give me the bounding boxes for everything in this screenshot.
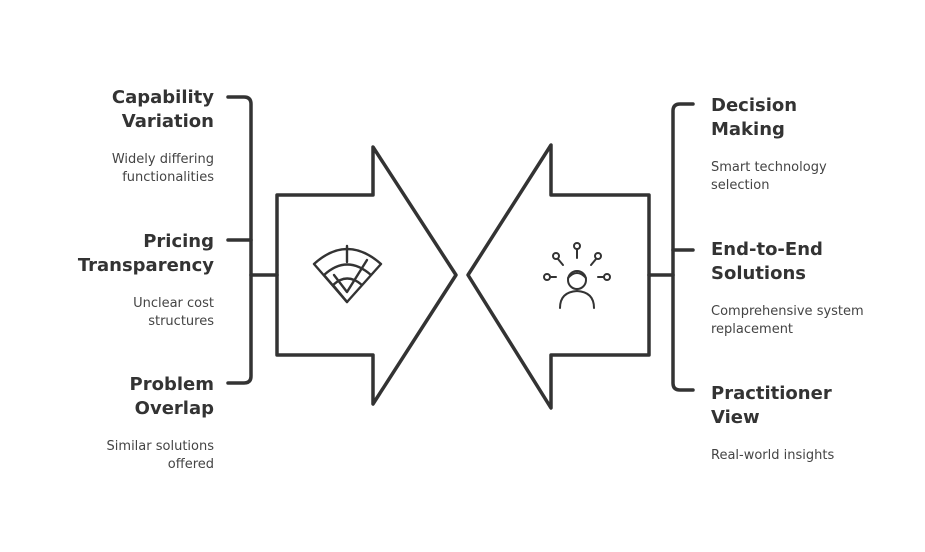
right-item-title: End-to-End Solutions	[711, 239, 823, 284]
right-item-decision-making: Decision Making Smart technology selecti…	[711, 94, 901, 195]
left-item-title: Pricing Transparency	[77, 231, 214, 276]
right-item-title: Practitioner View	[711, 383, 832, 428]
left-item-description: Unclear cost structures	[133, 296, 214, 329]
person-ideas-icon	[543, 242, 611, 309]
left-item-capability-variation: Capability Variation Widely differing fu…	[24, 86, 214, 187]
right-bracket	[671, 102, 695, 392]
left-item-problem-overlap: Problem Overlap Similar solutions offere…	[24, 373, 214, 474]
right-arrow-outline	[466, 143, 651, 410]
left-item-title: Capability Variation	[111, 87, 214, 132]
left-item-description: Widely differing functionalities	[111, 152, 214, 185]
right-item-description: Real-world insights	[711, 448, 835, 463]
right-item-end-to-end-solutions: End-to-End Solutions Comprehensive syste…	[711, 238, 901, 339]
right-item-description: Smart technology selection	[711, 160, 827, 193]
right-item-title: Decision Making	[711, 95, 798, 140]
radar-chart-icon	[312, 244, 383, 304]
right-item-practitioner-view: Practitioner View Real-world insights	[711, 382, 901, 465]
left-item-title: Problem Overlap	[129, 374, 214, 419]
right-item-description: Comprehensive system replacement	[711, 304, 864, 337]
left-arrow-outline	[275, 145, 458, 406]
left-item-description: Similar solutions offered	[106, 439, 214, 472]
left-item-pricing-transparency: Pricing Transparency Unclear cost struct…	[24, 230, 214, 331]
